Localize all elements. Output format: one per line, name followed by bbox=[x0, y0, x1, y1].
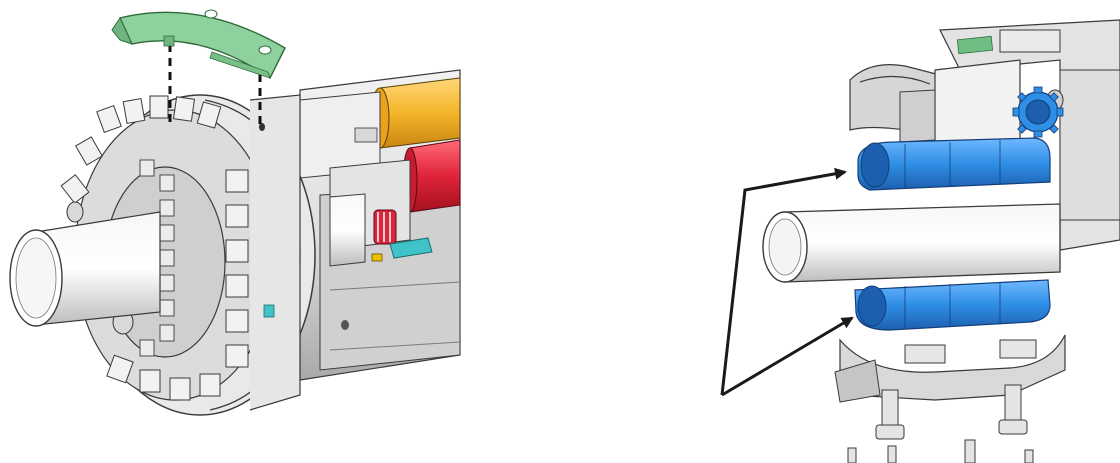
right-panel bbox=[720, 19, 1120, 463]
upper-blue-bushing bbox=[857, 137, 1051, 191]
red-cylinder bbox=[402, 139, 461, 213]
red-small-gear bbox=[373, 209, 397, 245]
left-panel bbox=[9, 9, 461, 416]
teal-bracket bbox=[371, 237, 433, 262]
gear-teeth bbox=[60, 95, 249, 401]
dashed-guide-lines bbox=[168, 44, 262, 128]
blue-sprocket bbox=[1012, 86, 1064, 138]
yellow-cylinder bbox=[370, 77, 461, 149]
green-bearing-cap bbox=[111, 9, 286, 80]
upper-clamp-bracket bbox=[849, 19, 1120, 251]
mounting-bolts bbox=[847, 384, 1034, 463]
shaft bbox=[762, 203, 1061, 283]
lower-blue-bushing bbox=[854, 279, 1051, 331]
pillow-block-base bbox=[834, 334, 1066, 403]
callout-arrows bbox=[720, 167, 854, 397]
main-shaft bbox=[9, 193, 366, 327]
